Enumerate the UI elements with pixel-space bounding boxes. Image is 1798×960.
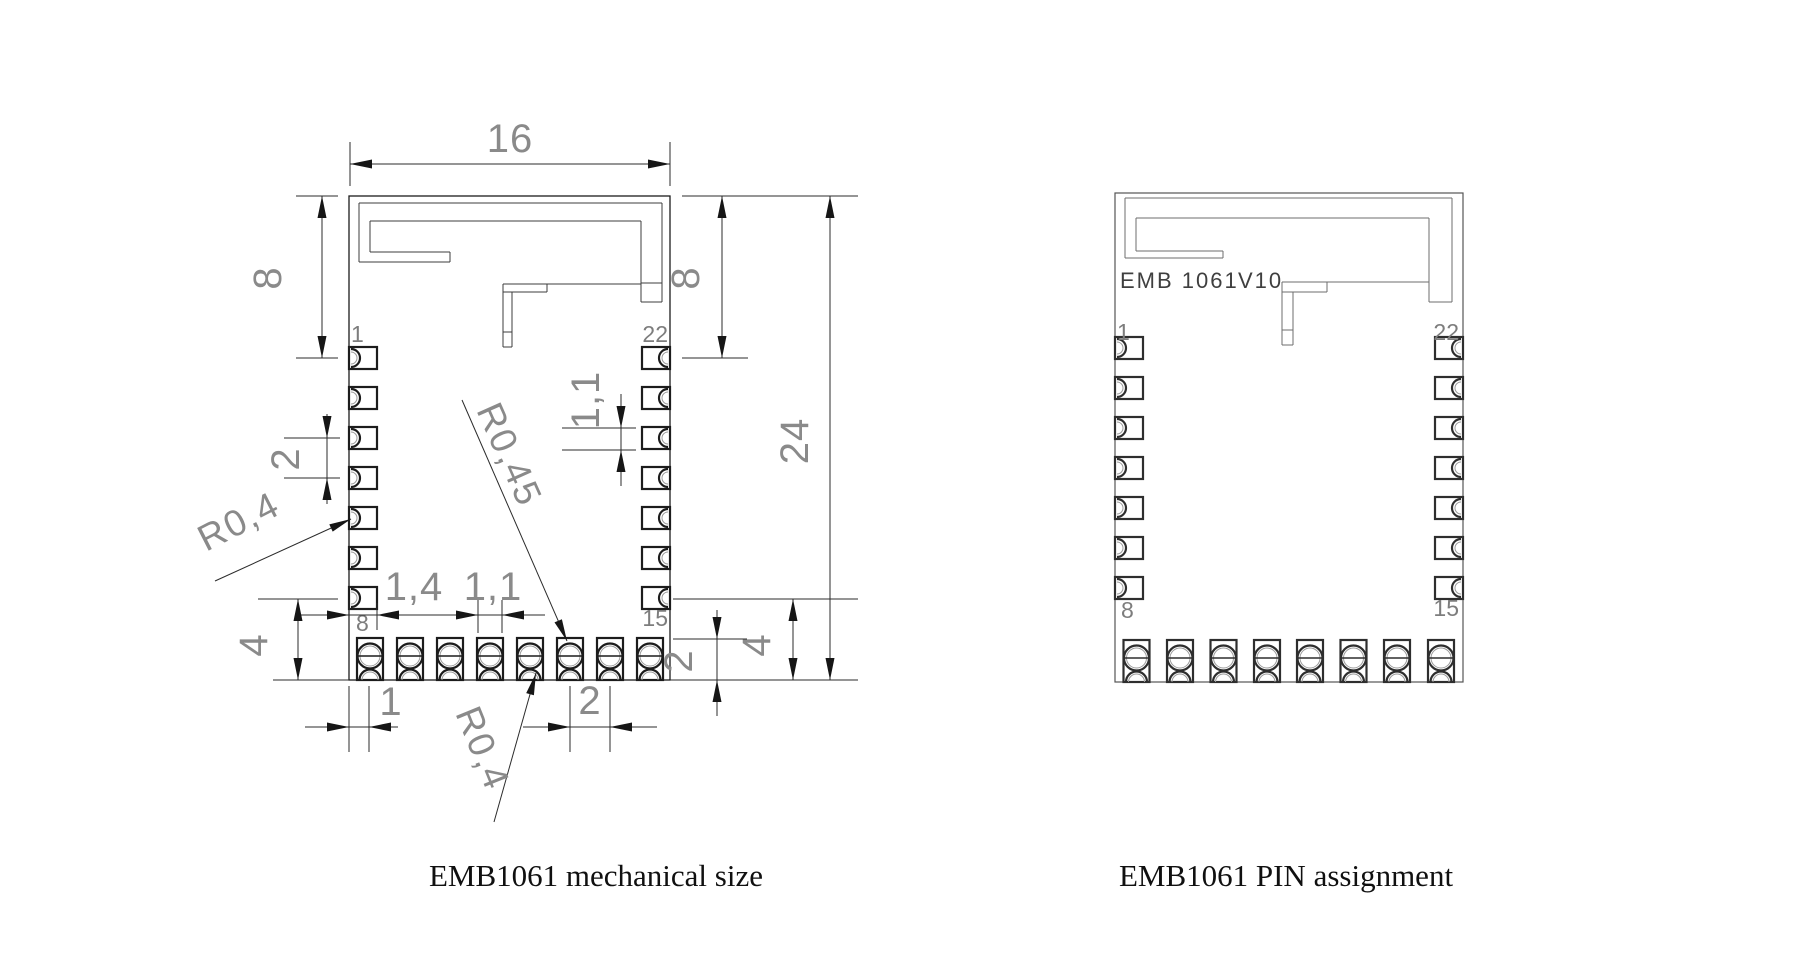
- castellated-pin: [1113, 375, 1145, 401]
- module-outline: [1114, 192, 1464, 683]
- dim-text-2-right: 2: [657, 649, 701, 672]
- silkscreen-version: V10: [1238, 268, 1283, 293]
- castellated-pin: [1433, 455, 1465, 481]
- castellated-hole-pin: [1209, 638, 1238, 684]
- dim-text-8-right: 8: [664, 266, 708, 289]
- mechanical-caption: EMB1061 mechanical size: [429, 858, 763, 893]
- radius-text-r045: R0,45: [469, 397, 551, 513]
- pin-assignment-drawing: EMB 1061 V10 1: [1113, 192, 1465, 893]
- dim-text-11-side: 1,1: [564, 371, 608, 430]
- castellated-pin: [347, 425, 379, 451]
- mechanical-drawing: 1 22 8 15 16 8 8 24: [191, 117, 858, 893]
- castellated-hole-pin: [1382, 638, 1412, 684]
- castellated-hole-pin: [355, 636, 385, 682]
- castellated-hole-pin: [435, 636, 465, 682]
- pin-label-8: 8: [356, 610, 369, 636]
- radius-text-r04-side: R0,4: [191, 483, 286, 559]
- castellated-pin: [347, 585, 379, 611]
- pin-label-15: 15: [642, 605, 668, 631]
- dim-overall-height: 24: [682, 195, 858, 680]
- castellated-pin: [640, 505, 672, 531]
- right-module-bottom-pins: [1122, 638, 1456, 684]
- right-module-side-pins: [1113, 335, 1465, 601]
- castellated-pin: [347, 505, 379, 531]
- castellated-pin: [347, 465, 379, 491]
- castellated-hole-pin: [595, 636, 625, 682]
- castellated-pin: [1433, 495, 1465, 521]
- castellated-pin: [347, 545, 379, 571]
- dim-text-11-bottom: 1,1: [464, 565, 523, 609]
- castellated-pin: [347, 345, 379, 371]
- dim-text-24: 24: [773, 418, 817, 465]
- castellated-hole-pin: [1252, 638, 1282, 684]
- castellated-hole-pin: [515, 636, 545, 682]
- pin-label-15: 15: [1433, 595, 1459, 621]
- dim-text-2-left: 2: [264, 447, 308, 470]
- pin-label-22: 22: [1433, 319, 1459, 345]
- castellated-pin: [1433, 415, 1465, 441]
- antenna-trace: [1124, 197, 1453, 346]
- castellated-pin: [1433, 375, 1465, 401]
- dim-edge-to-first-pin: 1: [305, 680, 402, 752]
- castellated-pin: [347, 385, 379, 411]
- pin-label-22: 22: [642, 321, 668, 347]
- dim-side-pin-pitch: 2: [264, 414, 340, 504]
- label-radius-bottom-notch: R0,4: [448, 672, 537, 823]
- castellated-pin: [1433, 535, 1465, 561]
- castellated-pin: [1113, 455, 1145, 481]
- castellated-hole-pin: [1165, 638, 1195, 684]
- dim-text-2-bottom: 2: [578, 679, 601, 723]
- dim-side-pad-width: 1,1: [562, 371, 636, 486]
- dim-bottom-pin-pitch: 2: [523, 679, 657, 752]
- dim-text-4-left: 4: [232, 633, 276, 656]
- dim-antenna-zone-left: 8: [246, 195, 338, 359]
- dim-antenna-zone-right: 8: [664, 196, 748, 359]
- dim-bottom-zone-left: 4: [232, 598, 338, 680]
- dim-text-1: 1: [379, 680, 402, 724]
- castellated-hole-pin: [1122, 638, 1151, 684]
- module-body-right: [1114, 192, 1464, 683]
- castellated-pin: [1113, 535, 1145, 561]
- radius-text-r04-bottom: R0,4: [448, 701, 518, 796]
- pin-label-8: 8: [1121, 597, 1134, 623]
- castellated-hole-pin: [555, 636, 585, 682]
- dim-text-8-left: 8: [246, 266, 290, 289]
- castellated-hole-pin: [1339, 638, 1368, 684]
- castellated-pin: [1113, 575, 1145, 601]
- castellated-pin: [1113, 415, 1145, 441]
- castellated-pin: [640, 545, 672, 571]
- left-module-bottom-pins: [355, 636, 665, 682]
- castellated-hole-pin: [395, 636, 425, 682]
- castellated-pin: [640, 385, 672, 411]
- castellated-hole-pin: [1295, 638, 1325, 684]
- pin-assignment-caption: EMB1061 PIN assignment: [1119, 858, 1454, 893]
- castellated-hole-pin: [475, 636, 505, 682]
- pin-label-1: 1: [1117, 319, 1130, 345]
- pin-label-1: 1: [351, 321, 364, 347]
- dim-text-14: 1,4: [385, 565, 444, 609]
- castellated-pin: [640, 425, 672, 451]
- dim-text-16: 16: [487, 117, 534, 161]
- silkscreen-model: EMB 1061: [1120, 268, 1239, 293]
- antenna-trace: [358, 202, 663, 348]
- dim-text-4-right: 4: [735, 633, 779, 656]
- dim-side-pad-length-and-bottom-pad-width: 1,4 1,1: [300, 565, 545, 633]
- dim-overall-width: 16: [349, 117, 671, 186]
- castellated-pin: [1113, 495, 1145, 521]
- dim-bottom-pad-height: 2: [657, 610, 747, 716]
- castellated-hole-pin: [1426, 638, 1456, 684]
- castellated-pin: [640, 465, 672, 491]
- castellated-pin: [640, 345, 672, 371]
